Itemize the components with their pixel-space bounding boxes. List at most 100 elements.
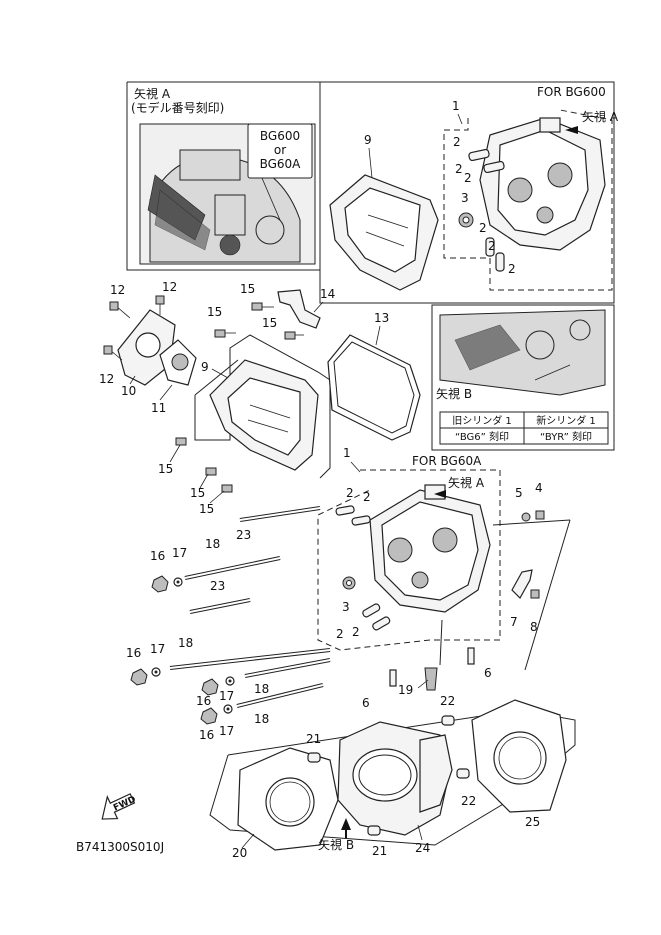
view-a-title: 矢視 A <box>134 86 171 101</box>
callout-15-b: 15 <box>207 305 222 319</box>
head-cover-gasket: 13 <box>327 311 421 441</box>
view-a-subtitle: (モデル番号刻印) <box>131 100 224 115</box>
model-label-1: BG600 <box>260 129 300 143</box>
bg600-title: FOR BG600 <box>537 85 606 99</box>
callout-2-g: 2 <box>336 627 344 641</box>
callout-12-b: 12 <box>162 280 177 294</box>
bg600-box: FOR BG600 矢視 A 1 2 2 2 3 2 2 2 <box>443 85 619 291</box>
callout-12-a: 12 <box>110 283 125 297</box>
callout-11: 11 <box>151 401 166 415</box>
callout-20: 20 <box>232 846 247 860</box>
callout-14: 14 <box>320 287 335 301</box>
callout-2-e-top: 2 <box>488 239 496 253</box>
cylinder-dowels: 21 21 22 22 <box>306 694 476 858</box>
thermostat-assembly: 12 12 12 10 11 <box>99 280 197 415</box>
dowel-pins-bg60a <box>335 505 391 631</box>
view-b-photo <box>439 309 606 396</box>
callout-17-c: 17 <box>219 689 234 703</box>
callout-2-c: 2 <box>464 171 472 185</box>
callout-9-mid: 9 <box>201 360 209 374</box>
cylinder-gasket-20: 20 <box>232 747 339 860</box>
callout-9-top: 9 <box>364 133 372 147</box>
bolt-4 <box>535 510 545 520</box>
callout-2-h: 2 <box>352 625 360 639</box>
callout-23-a: 23 <box>236 528 251 542</box>
view-b-header-new: 新シリンダ 1 <box>536 414 596 427</box>
callout-22-b: 22 <box>461 794 476 808</box>
callout-5: 5 <box>515 486 523 500</box>
callout-18-a: 18 <box>205 537 220 551</box>
dowel-pins-bg600 <box>468 148 505 272</box>
callout-3-mid: 3 <box>342 600 350 614</box>
cylinder-head-bg600 <box>479 117 606 251</box>
stud-6-right <box>467 647 475 665</box>
callout-23-b: 23 <box>210 579 225 593</box>
bracket-7 <box>511 569 533 599</box>
washer-5 <box>521 512 531 522</box>
model-stamp-box <box>247 123 313 179</box>
callout-2-f-top: 2 <box>508 262 516 276</box>
head-cover-mid: 9 <box>194 334 331 479</box>
callout-15-c: 15 <box>262 316 277 330</box>
model-label-or: or <box>274 143 286 157</box>
fwd-arrow: FWD <box>101 793 138 820</box>
view-b-value-new: “BYR” 刻印 <box>540 430 592 443</box>
callout-6-a: 6 <box>484 666 492 680</box>
callout-6-b: 6 <box>362 696 370 710</box>
callout-15-d: 15 <box>158 462 173 476</box>
view-b-title: 矢視 B <box>436 386 472 401</box>
view-a-box: 矢視 A (モデル番号刻印) BG600 or BG60A <box>131 86 316 265</box>
bg60a-box: FOR BG60A 1 矢視 A 2 2 3 2 2 <box>317 446 501 651</box>
view-b-header-old: 旧シリンダ 1 <box>452 414 512 427</box>
bracket-14 <box>277 289 321 329</box>
callout-2-e: 2 <box>346 486 354 500</box>
callout-2-b: 2 <box>455 162 463 176</box>
callout-18-b: 18 <box>178 636 193 650</box>
callout-22-a: 22 <box>440 694 455 708</box>
head-bolts-and-studs: 23 18 23 18 18 18 16 17 16 17 16 17 1 <box>126 506 331 742</box>
cylinder-head-cover-top: 9 <box>329 133 439 291</box>
callout-15-e: 15 <box>190 486 205 500</box>
view-a-arrow-bg60a <box>434 490 446 498</box>
callout-1-top: 1 <box>452 99 460 113</box>
view-b-value-old: “BG6” 刻印 <box>455 430 509 443</box>
diagram-code: B741300S010J <box>76 840 164 854</box>
callout-25: 25 <box>525 815 540 829</box>
view-b-box: 矢視 B 旧シリンダ 1 新シリンダ 1 “BG6” 刻印 “BYR” 刻印 <box>431 304 615 451</box>
bg60a-view-arrow: 矢視 A <box>448 475 485 490</box>
callout-2-d: 2 <box>479 221 487 235</box>
callout-24: 24 <box>415 841 430 855</box>
callout-17-b: 17 <box>150 642 165 656</box>
callout-10: 10 <box>121 384 136 398</box>
callout-12-c: 12 <box>99 372 114 386</box>
callout-16-c: 16 <box>196 694 211 708</box>
callout-16-b: 16 <box>126 646 141 660</box>
callout-3-top: 3 <box>461 191 469 205</box>
bg60a-title: FOR BG60A <box>412 454 482 468</box>
base-gasket-25: 25 <box>471 699 567 829</box>
bg600-view-arrow: 矢視 A <box>582 109 619 124</box>
cylinder-head-bg60a <box>369 484 491 613</box>
view-b-arrow-bottom: 矢視 B <box>318 818 354 852</box>
dowel-21-top <box>307 752 321 763</box>
callout-7: 7 <box>510 615 518 629</box>
callout-8: 8 <box>530 620 538 634</box>
dowel-22-right <box>456 768 470 779</box>
right-side-parts: 5 4 7 8 6 6 19 <box>362 481 571 710</box>
dowel-22-top <box>441 715 455 726</box>
dowel-21-bottom <box>367 825 381 836</box>
callout-15-a: 15 <box>240 282 255 296</box>
callout-18-d: 18 <box>254 712 269 726</box>
callout-18-c: 18 <box>254 682 269 696</box>
callout-19: 19 <box>398 683 413 697</box>
callout-17-d: 17 <box>219 724 234 738</box>
callout-17-a: 17 <box>172 546 187 560</box>
spark-plug-19 <box>424 667 438 691</box>
stud-6-left <box>389 669 397 687</box>
view-b-arrow-label: 矢視 B <box>318 837 354 852</box>
callout-16-d: 16 <box>199 728 214 742</box>
callout-2-a: 2 <box>453 135 461 149</box>
callout-16-a: 16 <box>150 549 165 563</box>
